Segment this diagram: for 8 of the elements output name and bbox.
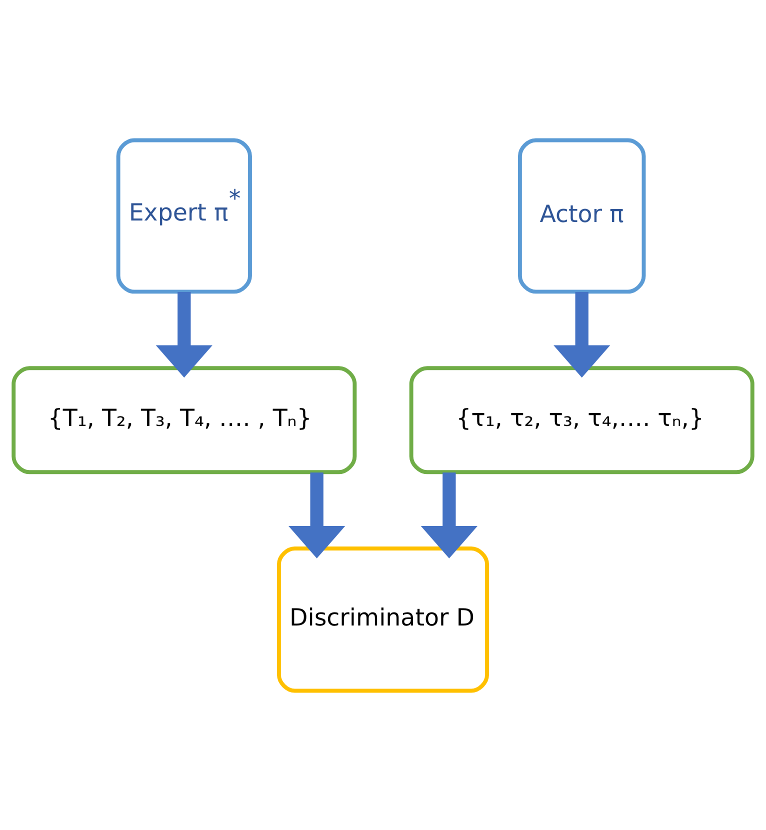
arrow: [288, 472, 346, 558]
arrow: [554, 292, 610, 378]
arrow: [420, 472, 478, 558]
node-box: {T₁, T₂, T₃, T₄, …. , Tₙ}: [12, 366, 357, 474]
node-box: Actor π: [518, 138, 646, 294]
arrow: [156, 292, 212, 378]
node-box: Discriminator D: [276, 546, 490, 692]
node-box: {τ₁, τ₂, τ₃, τ₄,…. τₙ,}: [409, 366, 754, 474]
